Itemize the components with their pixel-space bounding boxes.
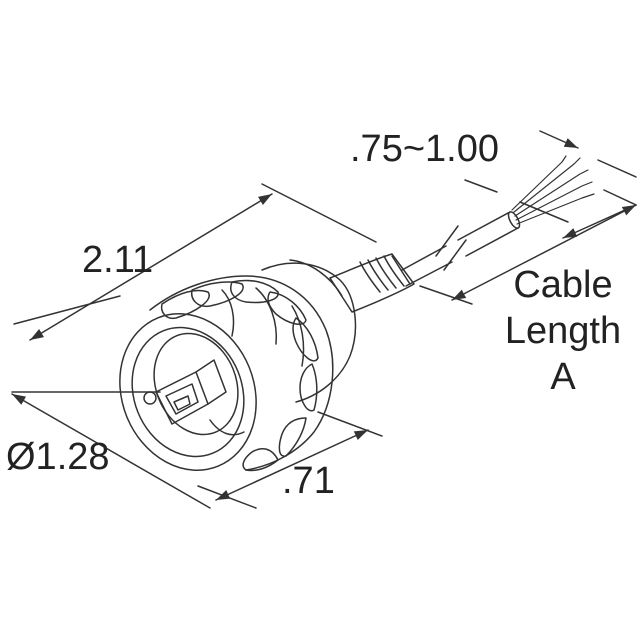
cable-jacket	[401, 211, 521, 287]
dimension-label-overall-length: 2.11	[82, 239, 154, 281]
dimension-label-strip-length: .75~1.00	[350, 128, 499, 170]
cable-length-label: Cable Length A	[488, 262, 638, 400]
front-face	[131, 326, 245, 458]
dimension-label-diameter: Ø1.28	[6, 436, 110, 478]
dimension-label-nut-width: .71	[282, 460, 335, 502]
cable-length-line3: A	[550, 356, 576, 398]
rear-body	[261, 259, 357, 403]
cable-length-line2: Length	[504, 310, 622, 352]
dimension-overall-length	[13, 183, 377, 341]
dimension-nut-width	[197, 411, 383, 509]
dimension-diameter	[11, 391, 211, 509]
cable-length-line1: Cable	[513, 264, 613, 306]
coupling-nut	[119, 275, 334, 472]
dimension-cable-length	[419, 204, 637, 305]
strain-relief	[329, 253, 415, 313]
stripped-wires	[511, 155, 595, 225]
